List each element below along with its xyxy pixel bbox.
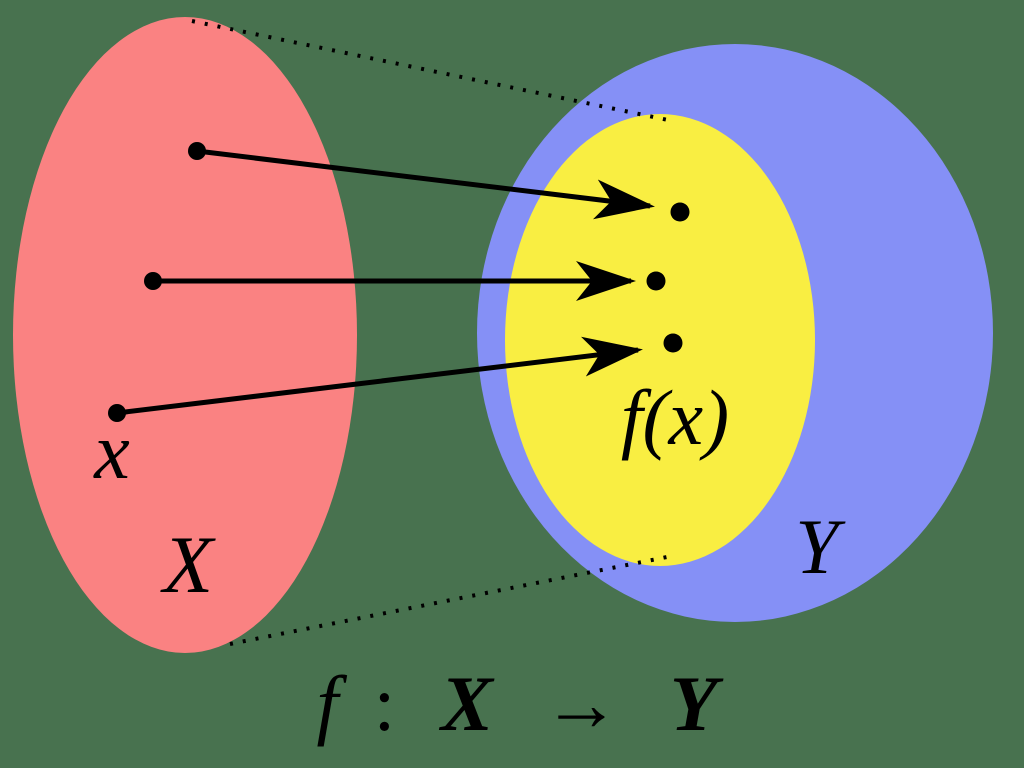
mappings-layer bbox=[108, 142, 690, 422]
projection-dotted-line-top bbox=[191, 19, 669, 122]
domain-point bbox=[188, 142, 206, 160]
mapping-arrow bbox=[196, 148, 655, 220]
signature-domain: X bbox=[439, 660, 495, 747]
domain-set-ellipse bbox=[13, 17, 357, 653]
domain-element-label: x bbox=[93, 408, 130, 496]
mapping-arrow bbox=[116, 336, 643, 416]
image-point bbox=[663, 333, 683, 353]
domain-set-label: X bbox=[160, 519, 216, 610]
image-point bbox=[670, 202, 690, 222]
image-set-label: f(x) bbox=[621, 374, 729, 461]
projection-dotted-line-bottom bbox=[229, 555, 668, 646]
domain-point bbox=[144, 272, 162, 290]
domain-point bbox=[108, 404, 126, 422]
function-signature: f : X → Y bbox=[316, 660, 723, 747]
signature-colon: : bbox=[374, 660, 396, 747]
image-set-ellipse bbox=[505, 114, 815, 566]
codomain-set-label: Y bbox=[795, 503, 846, 590]
signature-arrow-icon: → bbox=[542, 660, 620, 747]
signature-codomain: Y bbox=[670, 660, 724, 747]
signature-function-name: f bbox=[316, 660, 347, 747]
image-point bbox=[646, 271, 666, 291]
